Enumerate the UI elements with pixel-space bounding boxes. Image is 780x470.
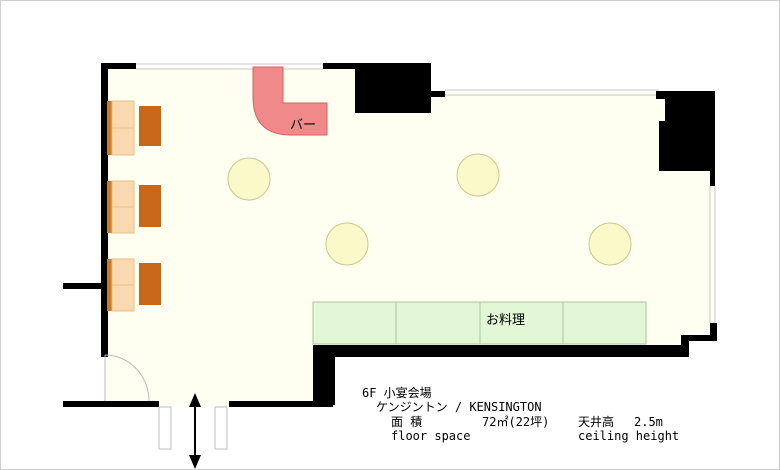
- floor-name: 6F 小宴会場: [362, 386, 432, 400]
- walls: [63, 63, 717, 407]
- height-value: 2.5m: [634, 415, 663, 429]
- sofa-set: [107, 100, 161, 156]
- door-swing-icon: [104, 354, 228, 450]
- area-label: 面 積: [391, 415, 423, 429]
- sofa-set: [107, 258, 161, 312]
- area-label-en: floor space: [391, 429, 471, 443]
- height-label-en: ceiling height: [578, 429, 680, 443]
- room-name: ケンジントン / KENSINGTON: [376, 400, 542, 414]
- sofa-set: [107, 180, 161, 234]
- round-table: [325, 222, 369, 266]
- double-arrow-icon: [189, 393, 201, 469]
- round-table: [227, 157, 271, 201]
- buffet-table: [312, 301, 647, 345]
- round-tables: [227, 153, 632, 266]
- bar-counter: [252, 66, 328, 136]
- height-label: 天井高: [578, 415, 615, 429]
- buffet-label: お料理: [486, 313, 525, 328]
- windows: [136, 63, 716, 323]
- area-value: 72㎡(22坪): [482, 415, 550, 429]
- round-table: [456, 153, 500, 197]
- round-table: [588, 222, 632, 266]
- bar-label: バー: [290, 118, 316, 133]
